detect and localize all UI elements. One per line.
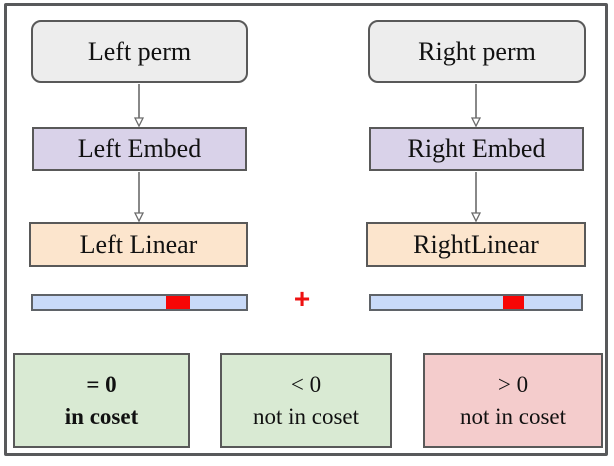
left-output-vector: [31, 294, 248, 311]
outcome-membership: in coset: [64, 403, 139, 429]
down-arrow-icon: [133, 84, 145, 128]
outcome-condition: < 0: [290, 372, 322, 398]
right-linear-node: RightLinear: [366, 222, 586, 267]
outcome-condition: = 0: [86, 372, 117, 398]
outcome-box-equal-zero: = 0 in coset: [13, 353, 190, 448]
outcome-box-less-than-zero: < 0 not in coset: [220, 353, 392, 448]
outcome-condition: > 0: [497, 372, 529, 398]
right-perm-node: Right perm: [368, 20, 586, 83]
left-linear-node: Left Linear: [29, 222, 248, 267]
right-output-vector: [369, 294, 583, 311]
down-arrow-icon: [470, 172, 482, 223]
left-highlight-cell: [166, 296, 190, 309]
right-highlight-cell: [503, 296, 524, 309]
outcome-box-greater-than-zero: > 0 not in coset: [423, 353, 603, 448]
down-arrow-icon: [470, 84, 482, 128]
left-embed-node: Left Embed: [32, 127, 247, 171]
outcome-membership: not in coset: [459, 403, 567, 429]
outcome-membership: not in coset: [252, 403, 360, 429]
left-perm-node: Left perm: [31, 20, 248, 83]
right-embed-node: Right Embed: [369, 127, 584, 171]
down-arrow-icon: [133, 172, 145, 223]
plus-operator: +: [293, 283, 311, 314]
